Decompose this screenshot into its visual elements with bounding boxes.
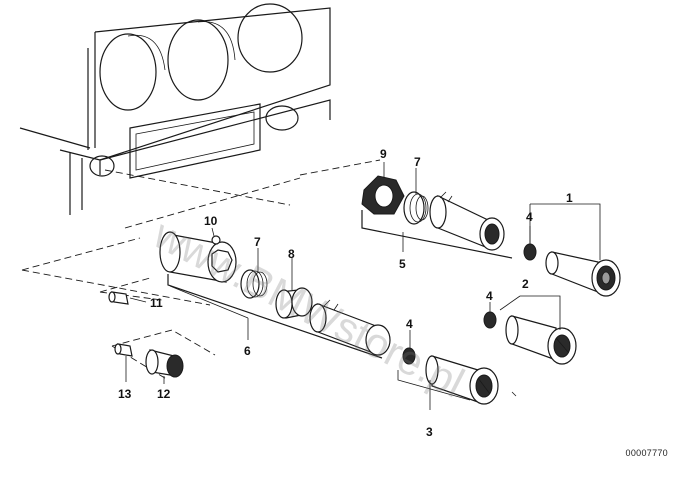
callout-3: 3 xyxy=(426,425,433,439)
cigar-lighter-lower xyxy=(425,355,499,405)
reference-number: 00007770 xyxy=(625,448,668,458)
dashboard-housing xyxy=(19,3,331,215)
bulb-part xyxy=(114,343,133,357)
callout-11: 11 xyxy=(150,296,163,310)
callout-4-lower: 4 xyxy=(406,317,413,331)
callout-7-upper: 7 xyxy=(414,155,421,169)
callout-2: 2 xyxy=(522,277,529,291)
cigar-lighter-middle xyxy=(505,315,577,365)
callout-8: 8 xyxy=(288,247,295,261)
cigar-lighter-part xyxy=(545,251,621,297)
callout-7-lower: 7 xyxy=(254,235,261,249)
socket-body-upper xyxy=(429,191,505,251)
callout-5: 5 xyxy=(399,257,406,271)
socket-body-lower xyxy=(309,299,391,356)
spring-ring-upper xyxy=(403,191,429,225)
washer-middle xyxy=(483,311,497,329)
gauge-right xyxy=(237,3,303,73)
leader-lines xyxy=(169,162,601,410)
washer-top xyxy=(523,243,537,261)
gauge-middle xyxy=(167,19,229,101)
callout-6: 6 xyxy=(244,344,251,358)
spring-ring-lower xyxy=(240,269,268,299)
callout-12: 12 xyxy=(157,387,171,401)
sleeve-part xyxy=(275,287,313,319)
hex-nut-part xyxy=(361,175,405,215)
socket-carrier xyxy=(159,231,237,283)
callout-4-top: 4 xyxy=(526,210,533,224)
callout-10: 10 xyxy=(204,214,218,228)
gauge-left xyxy=(99,33,157,111)
socket-opening xyxy=(89,155,115,177)
washer-lower xyxy=(402,347,416,365)
callout-9: 9 xyxy=(380,147,387,161)
callout-1: 1 xyxy=(566,191,573,205)
callout-4-middle: 4 xyxy=(486,289,493,303)
callout-13: 13 xyxy=(118,387,132,401)
lens-part xyxy=(145,349,184,378)
bulb-holder-part xyxy=(108,291,129,305)
